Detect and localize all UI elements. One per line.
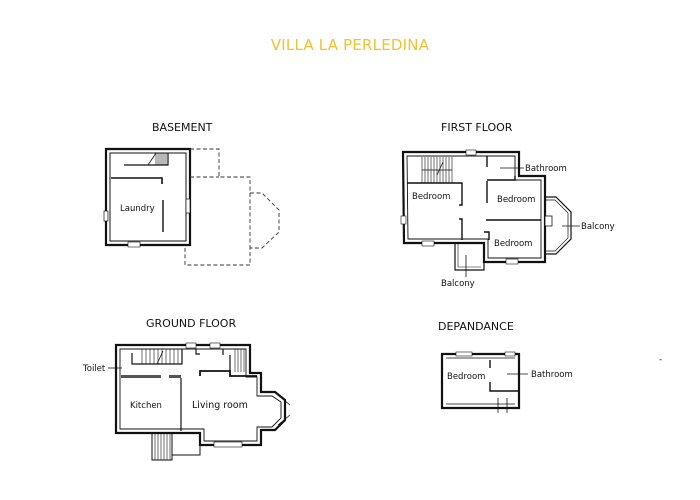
room-label-balcony-south: Balcony [441,279,475,289]
basement-plan: Laundry [103,147,280,266]
page-title: VILLA LA PERLEDINA [270,36,430,54]
room-label-bedroom-right-upper: Bedroom [497,195,535,205]
room-label-bathroom: Bathroom [525,164,567,174]
room-label-laundry: Laundry [120,204,155,214]
room-label-living-room: Living room [192,400,248,411]
room-label-bedroom-right-lower: Bedroom [494,239,532,249]
ground-floor-title: GROUND FLOOR [146,317,237,330]
first-floor-plan: Bedroom Bedroom Bedroom Bathroom Balcony… [400,149,615,289]
room-label-kitchen: Kitchen [130,401,162,411]
depandance-plan: Bedroom Bathroom [440,351,573,413]
room-label-balcony-east: Balcony [581,222,615,232]
first-floor-title: FIRST FLOOR [441,121,513,134]
stairs-icon [131,349,183,365]
stairs-icon [421,157,453,183]
room-label-bedroom: Bedroom [447,372,485,382]
room-label-bedroom-left: Bedroom [412,192,450,202]
room-label-toilet: Toilet [82,364,106,374]
room-label-bathroom: Bathroom [531,370,573,380]
ground-floor-plan: Toilet Kitchen Living room [82,342,291,461]
stray-mark: - [659,355,662,365]
stairs-icon [124,152,169,166]
basement-title: BASEMENT [152,121,213,134]
depandance-title: DEPANDANCE [438,320,514,333]
